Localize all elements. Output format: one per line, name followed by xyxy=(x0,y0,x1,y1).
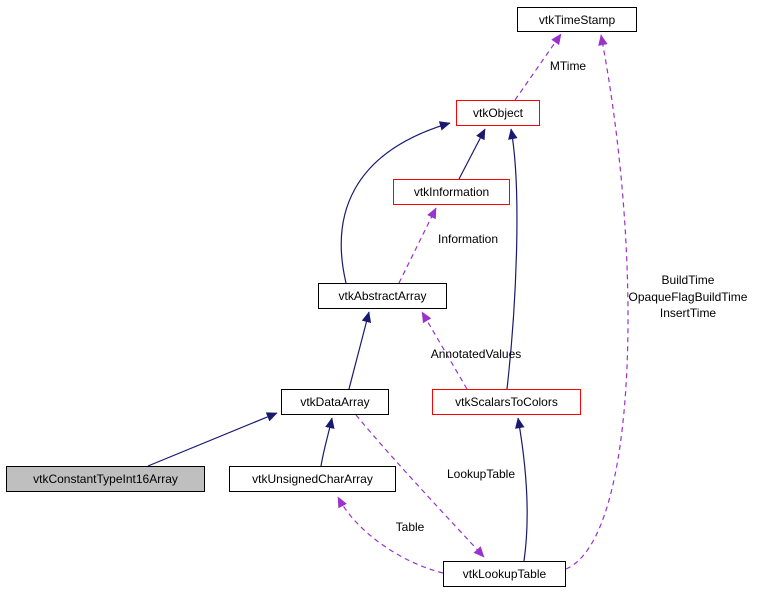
edge-label-build-time-line-2: OpaqueFlagBuildTime xyxy=(629,290,748,304)
edge-usage-mtime-vtkobject-to-vtktimestamp xyxy=(514,33,562,101)
node-vtkscalarstocolors[interactable]: vtkScalarsToColors xyxy=(432,389,581,415)
edge-inheritance-vtkunsignedchararray-to-vtkdataarray xyxy=(320,417,335,467)
node-vtklookuptable[interactable]: vtkLookupTable xyxy=(443,561,566,587)
node-vtkinformation[interactable]: vtkInformation xyxy=(393,179,510,205)
edge-usage-table-vtklookuptable-to-vtkunsignedchararray xyxy=(337,496,444,574)
edge-inheritance-vtkscalarstocolors-to-vtkobject xyxy=(506,128,518,390)
node-vtkdataarray[interactable]: vtkDataArray xyxy=(281,389,389,415)
edge-inheritance-vtkdataarray-to-vtkabstractarray xyxy=(348,311,372,390)
node-vtkconstanttypeint16array: vtkConstantTypeInt16Array xyxy=(6,466,205,492)
edge-usage-information-vtkabstractarray-to-vtkinformation xyxy=(398,207,437,284)
node-vtkobject[interactable]: vtkObject xyxy=(456,100,540,126)
node-vtkunsignedchararray[interactable]: vtkUnsignedCharArray xyxy=(229,466,396,492)
edge-label-lookup-table: LookupTable xyxy=(447,467,515,481)
edge-inheritance-vtkinformation-to-vtkobject xyxy=(458,128,486,180)
edge-label-information: Information xyxy=(438,232,498,246)
edge-label-build-time-line-1: BuildTime xyxy=(662,273,715,287)
edge-usage-buildtime-vtklookuptable-to-vtktimestamp xyxy=(565,34,629,570)
node-vtktimestamp[interactable]: vtkTimeStamp xyxy=(517,7,637,32)
edge-label-mtime: MTime xyxy=(550,59,587,73)
node-vtkabstractarray[interactable]: vtkAbstractArray xyxy=(318,283,447,309)
edge-label-build-time-line-3: InsertTime xyxy=(660,306,717,320)
edge-label-table: Table xyxy=(396,520,425,534)
edge-inheritance-vtkconstanttypeint16array-to-vtkdataarray xyxy=(147,412,278,467)
edge-inheritance-vtkabstractarray-to-vtkobject xyxy=(340,121,451,284)
edge-label-annotated-values: AnnotatedValues xyxy=(431,347,522,361)
edge-usage-annotatedvalues-vtkscalarstocolors-to-vtkabstractarray xyxy=(421,311,468,390)
edge-inheritance-vtklookuptable-to-vtkscalarstocolors xyxy=(515,417,528,562)
edge-usage-lookuptable-vtkdataarray-to-vtklookuptable xyxy=(355,414,485,558)
